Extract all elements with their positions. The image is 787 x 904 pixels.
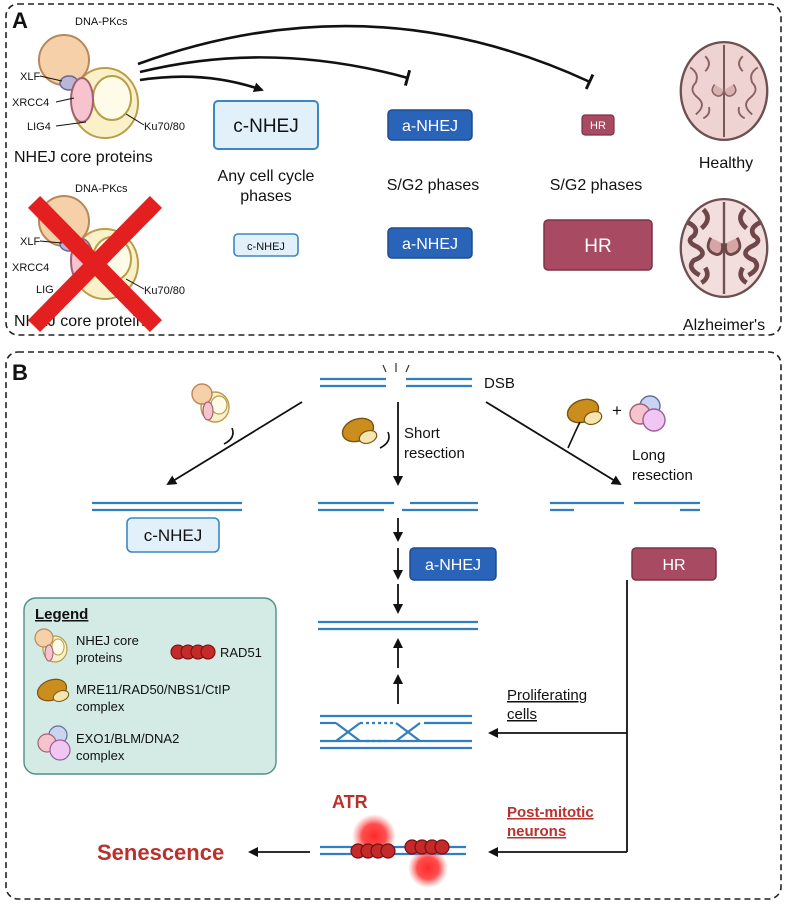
legend-mrn-line2: complex [76,699,125,714]
legend-box [23,597,277,775]
dna-holliday [320,714,472,750]
dna-cnhej [92,501,242,512]
label-short-line2: resection [404,445,465,462]
label-ku-bottom: Ku70/80 [144,285,185,297]
dsb-dna [320,377,472,388]
legend-mrn-icon [36,678,70,702]
legend-nhej-line1: NHEJ core [76,633,139,648]
label-proliferating-2: cells [507,706,537,723]
label-lig-bottom: LIG [36,284,54,296]
phase-any-line2: phases [240,188,292,205]
box-hr-top-label: HR [590,120,606,132]
label-postmitotic-1: Post-mitotic [507,804,594,821]
dna-short-resection [318,501,478,512]
mrn-complex [341,417,378,445]
label-postmitotic-2: neurons [507,823,566,840]
legend-mrn-line1: MRE11/RAD50/NBS1/CtIP [76,682,230,697]
legend: Legend NHEJ core proteins RAD51 MRE11/RA… [23,597,277,775]
box-anhej-b-label: a-NHEJ [425,557,481,574]
label-long-line1: Long [632,447,665,464]
arrow-to-cnhej [139,75,264,93]
panel-a: A DNA-PKcs XLF XRCC4 LIG4 Ku70/80 NHEJ c… [5,3,782,336]
brain-alzheimers-icon [681,199,767,297]
arrow-to-cnhej-path [166,401,303,486]
xrcc4-leader [55,97,75,103]
box-cnhej-b-label: c-NHEJ [144,526,203,545]
dna-long-resection [550,501,700,512]
label-ku: Ku70/80 [144,121,185,133]
exo-complex [629,395,666,432]
label-short-line1: Short [404,425,441,442]
box-anhej-top-label: a-NHEJ [402,118,458,135]
box-cnhej-b [126,517,220,553]
label-xlf: XLF [20,71,40,83]
box-anhej-bottom-label: a-NHEJ [402,236,458,253]
label-plus: + [612,401,622,420]
legend-exo-icon [37,725,71,761]
box-cnhej-top [213,100,319,150]
panel-b: B DSB Short resection [5,351,782,900]
arrow-to-long-resection [485,401,622,486]
phase-sg2-anhej: S/G2 phases [387,177,480,194]
label-xrcc4-bottom: XRCC4 [12,262,49,274]
box-hr-bottom [543,219,653,271]
panel-a-border [5,3,782,336]
rad51-filament-right [404,839,450,855]
box-cnhej-bottom [233,233,299,257]
nhej-complex-top [38,34,139,139]
lig4-leader [55,121,87,127]
box-cnhej-top-label: c-NHEJ [233,116,298,137]
ku-leader [125,113,145,126]
box-anhej-bottom [387,227,473,259]
label-dsb: DSB [484,375,515,392]
box-cnhej-bottom-label: c-NHEJ [247,241,285,253]
label-healthy: Healthy [699,155,753,172]
inhibit-anhej [139,56,412,86]
rad51-filament-left [350,843,396,859]
panel-b-label: B [12,360,28,385]
mrn-complex-long [566,398,603,426]
label-atr: ATR [332,792,368,812]
ku-inner-shape [92,75,132,121]
box-anhej-b [409,547,497,581]
nhej-complex-small [191,383,230,423]
label-nhej-core-top: NHEJ core proteins [14,149,153,166]
label-dnapkcs-bottom: DNA-PKcs [75,183,128,195]
label-senescence: Senescence [97,840,224,865]
box-hr-b-label: HR [662,557,685,574]
dna-repaired [318,620,478,631]
box-hr-bottom-label: HR [584,236,611,257]
panel-b-border [5,351,782,900]
atr-glow-2 [408,848,448,888]
label-dnapkcs: DNA-PKcs [75,16,128,28]
legend-rad51-icon [170,644,216,660]
brain-healthy-icon [679,40,769,142]
legend-title: Legend [35,606,88,623]
dsb-break-marks [382,363,410,373]
inhibit-hr [137,24,595,90]
xlf-leader [39,75,63,82]
label-alzheimers: Alzheimer's [683,317,765,334]
box-hr-top [581,114,615,136]
box-anhej-top [387,109,473,141]
red-x-icon [27,195,163,333]
legend-exo-line1: EXO1/BLM/DNA2 [76,731,179,746]
legend-exo-line2: complex [76,748,125,763]
label-proliferating-1: Proliferating [507,687,587,704]
legend-nhej-line2: proteins [76,650,123,665]
panel-a-label: A [12,8,28,33]
phase-sg2-hr: S/G2 phases [550,177,643,194]
label-xrcc4: XRCC4 [12,97,49,109]
box-hr-b [631,547,717,581]
xrcc4-shape [70,77,94,123]
label-xlf-bottom: XLF [20,236,40,248]
phase-any-line1: Any cell cycle [218,168,315,185]
legend-nhej-icon [34,628,68,663]
label-lig4: LIG4 [27,121,51,133]
label-long-line2: resection [632,467,693,484]
legend-rad51-label: RAD51 [220,645,262,660]
